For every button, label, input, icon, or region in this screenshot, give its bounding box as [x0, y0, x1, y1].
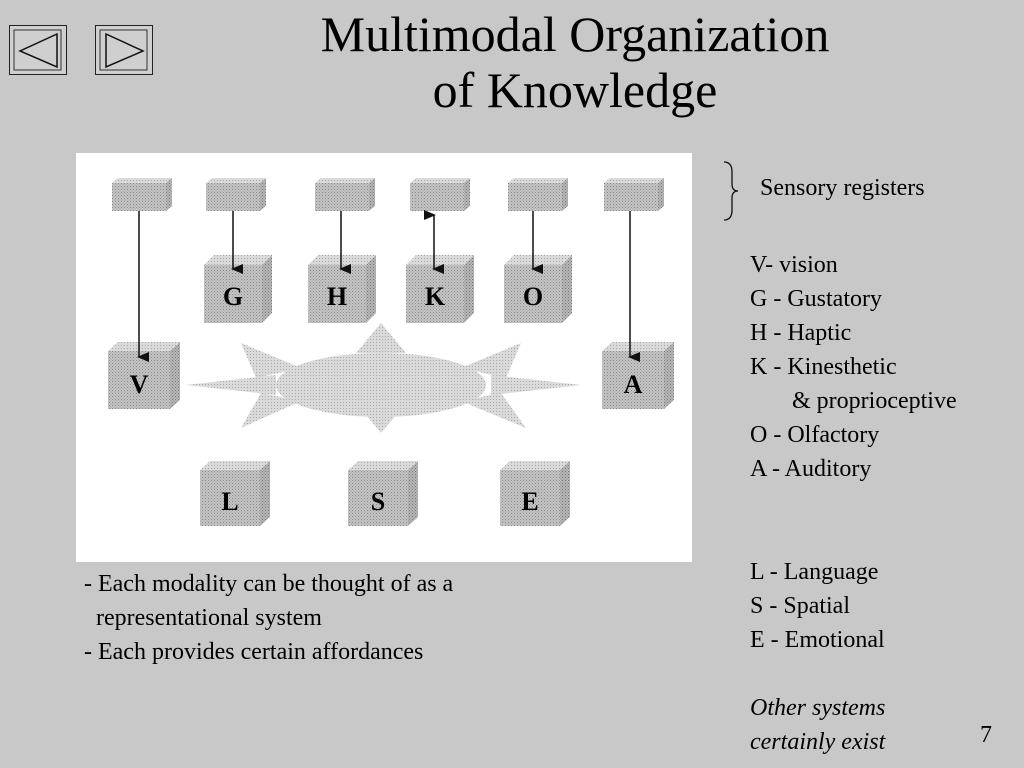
cube-v: V: [108, 342, 180, 409]
legend-item: O - Olfactory: [750, 422, 880, 448]
legend-item: A - Auditory: [750, 456, 872, 482]
cube-label-g: G: [223, 282, 243, 311]
register-slab-o: [508, 178, 568, 211]
arrows: [137, 210, 640, 362]
note-line: - Each provides certain affordances: [84, 639, 424, 665]
cube-label-v: V: [130, 370, 149, 399]
cube-label-o: O: [523, 282, 543, 311]
cube-label-h: H: [327, 282, 347, 311]
modality-legend: V- vision G - Gustatory H - Haptic K - K…: [750, 248, 957, 486]
triangle-right-icon: [99, 29, 148, 71]
cube-e: E: [500, 461, 570, 526]
sensory-register-slabs: [112, 178, 664, 211]
legend-item: & proprioceptive: [792, 388, 957, 414]
register-slab-a: [604, 178, 664, 211]
triangle-left-icon: [13, 29, 62, 71]
cube-label-e: E: [521, 487, 538, 516]
cube-h: H: [308, 255, 376, 323]
cube-g: G: [204, 255, 272, 323]
other-systems-line-1: Other systems: [750, 695, 886, 721]
legend-item: G - Gustatory: [750, 286, 882, 312]
legend-item: K - Kinesthetic: [750, 354, 897, 380]
legend-item: V- vision: [750, 252, 838, 278]
title-line-1: Multimodal Organization: [320, 6, 830, 62]
cube-o: O: [504, 255, 572, 323]
cube-a: A: [602, 342, 674, 409]
note-line: - Each modality can be thought of as a: [84, 571, 454, 597]
legend-item: E - Emotional: [750, 627, 885, 653]
cube-label-a: A: [624, 370, 643, 399]
previous-slide-button[interactable]: [9, 25, 67, 75]
system-legend: L - Language S - Spatial E - Emotional O…: [750, 555, 885, 759]
legend-item: H - Haptic: [750, 320, 852, 346]
cube-l: L: [200, 461, 270, 526]
modality-diagram: V A G H K O: [76, 153, 692, 562]
note-line: representational system: [96, 605, 322, 631]
sensory-registers-label: Sensory registers: [760, 175, 925, 201]
notes: - Each modality can be thought of as a r…: [84, 567, 453, 669]
cube-label-k: K: [425, 282, 446, 311]
central-star: [186, 323, 581, 433]
diagram-canvas: V A G H K O: [108, 178, 674, 526]
legend-item: S - Spatial: [750, 593, 850, 619]
register-slab-h: [315, 178, 375, 211]
next-slide-button[interactable]: [95, 25, 153, 75]
register-slab-g: [206, 178, 266, 211]
slide-title: Multimodal Organization of Knowledge: [200, 6, 950, 118]
right-brace-icon: [723, 161, 739, 221]
other-systems-line-2: certainly exist: [750, 729, 886, 755]
cube-s: S: [348, 461, 418, 526]
register-slab-v: [112, 178, 172, 211]
legend-item: L - Language: [750, 559, 879, 585]
register-slab-k: [410, 178, 470, 211]
cube-k: K: [406, 255, 474, 323]
page-number: 7: [980, 722, 992, 748]
cube-label-l: L: [221, 487, 238, 516]
cube-label-s: S: [371, 487, 385, 516]
title-line-2: of Knowledge: [432, 62, 718, 118]
